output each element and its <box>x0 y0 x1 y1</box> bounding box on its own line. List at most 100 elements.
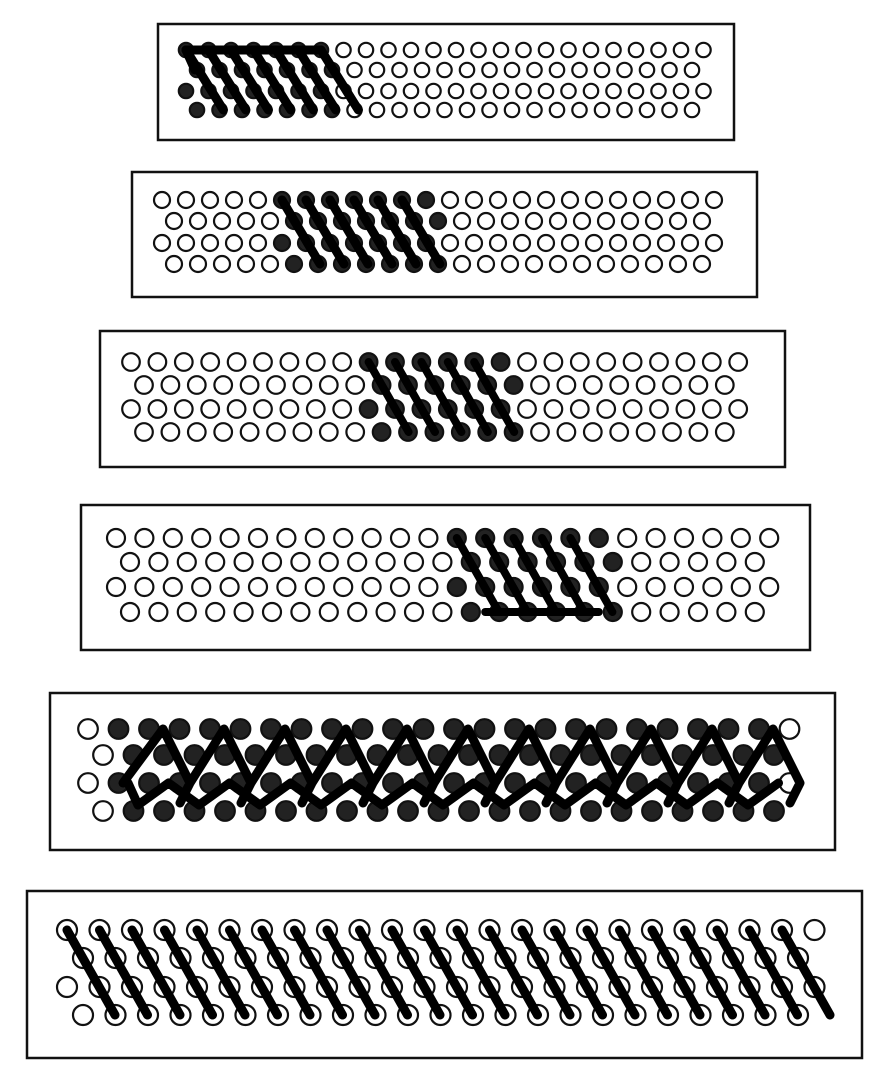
pin-hole <box>233 551 254 573</box>
pin-hole <box>582 41 600 59</box>
thread-segment <box>470 358 519 436</box>
pin-hole <box>345 375 366 395</box>
pin-hole <box>515 82 532 100</box>
pin-hole <box>357 41 375 59</box>
thread <box>277 195 445 269</box>
pin-hole <box>744 551 765 573</box>
pin-hole <box>714 422 735 442</box>
pin-hole <box>335 41 352 59</box>
thread-segment <box>373 195 421 269</box>
pin-hole <box>517 352 537 372</box>
pin-hole <box>470 82 487 100</box>
pin-hole <box>632 190 652 210</box>
pin-hole <box>537 82 555 100</box>
pin-hole <box>402 82 420 100</box>
thread-segment <box>290 925 347 1020</box>
pin-hole <box>635 422 656 442</box>
pin-hole <box>616 101 633 119</box>
pin-hole <box>205 601 226 623</box>
thread-segment <box>325 195 373 269</box>
pin-hole <box>673 527 695 549</box>
pin-hole <box>582 82 600 100</box>
pin-hole <box>200 190 220 210</box>
pin-hole <box>672 82 690 100</box>
pin-hole <box>389 527 411 549</box>
pin-hole <box>650 41 667 59</box>
pin-hole <box>290 601 311 623</box>
pin-hole <box>627 41 645 59</box>
pin-hole <box>701 352 722 372</box>
thread-segment <box>452 534 503 616</box>
pin-hole <box>200 352 221 372</box>
pin-hole <box>292 375 313 395</box>
pin-hole <box>645 576 666 598</box>
pin-hole <box>418 576 439 598</box>
pin-hole <box>638 61 656 79</box>
pin-hole <box>656 190 676 210</box>
pin-hole <box>649 352 669 372</box>
pin-hole <box>701 399 722 419</box>
pin-hole <box>239 422 260 442</box>
pin-hole <box>318 375 339 395</box>
pin-hole <box>432 601 453 623</box>
pin-hole <box>119 601 141 623</box>
pin-hole <box>333 527 354 549</box>
pin-hole <box>668 254 688 274</box>
pin-hole <box>778 718 801 740</box>
thread-segment <box>257 925 315 1020</box>
panel-3 <box>98 329 787 469</box>
pin-hole <box>476 254 496 274</box>
pin-hole <box>680 233 700 253</box>
pin-hole <box>617 527 638 549</box>
pin-hole <box>543 352 564 372</box>
thread-segment <box>397 195 445 269</box>
pin-hole <box>436 61 453 79</box>
pin-hole <box>260 211 280 231</box>
pin-hole <box>716 551 737 573</box>
thread-segment <box>517 925 575 1020</box>
pin-hole <box>644 254 664 274</box>
pin-hole <box>632 233 652 253</box>
pin-hole <box>318 601 339 623</box>
pin-hole <box>440 190 460 210</box>
pin-hole <box>371 422 392 442</box>
pin-hole <box>490 352 511 372</box>
pin-hole <box>596 399 617 419</box>
pin-hole <box>595 718 618 740</box>
pin-hole <box>803 918 826 942</box>
pin-hole <box>631 551 652 573</box>
pin-hole <box>248 190 268 210</box>
thread-segment <box>443 358 492 436</box>
pin-hole <box>687 551 709 573</box>
pin-hole <box>200 233 220 253</box>
thread-segment <box>95 925 152 1020</box>
pin-hole <box>492 82 510 100</box>
pin-hole <box>346 61 363 79</box>
pin-hole <box>188 211 208 231</box>
pin-hole <box>266 422 286 442</box>
pin-hole <box>380 82 397 100</box>
pin-hole <box>275 800 297 822</box>
pin-hole <box>403 551 425 573</box>
pin-hole <box>714 375 735 395</box>
pin-hole <box>759 527 780 549</box>
pin-hole <box>276 527 297 549</box>
pin-hole <box>260 254 280 274</box>
thread-segment <box>452 925 510 1020</box>
thread-segment <box>364 358 413 436</box>
pin-hole <box>261 551 283 573</box>
thread-segment <box>181 45 200 75</box>
pin-hole <box>233 601 254 623</box>
pin-hole <box>119 551 141 573</box>
panel-frame <box>79 503 812 652</box>
pin-hole <box>470 41 487 59</box>
pin-hole <box>160 375 181 395</box>
pin-hole <box>605 82 622 100</box>
pin-hole <box>452 254 472 274</box>
thread-segment <box>417 358 466 436</box>
pin-hole <box>213 375 234 395</box>
pin-hole <box>702 527 723 549</box>
pin-hole <box>759 576 780 598</box>
pin-hole <box>560 190 580 210</box>
pin-hole <box>290 551 311 573</box>
